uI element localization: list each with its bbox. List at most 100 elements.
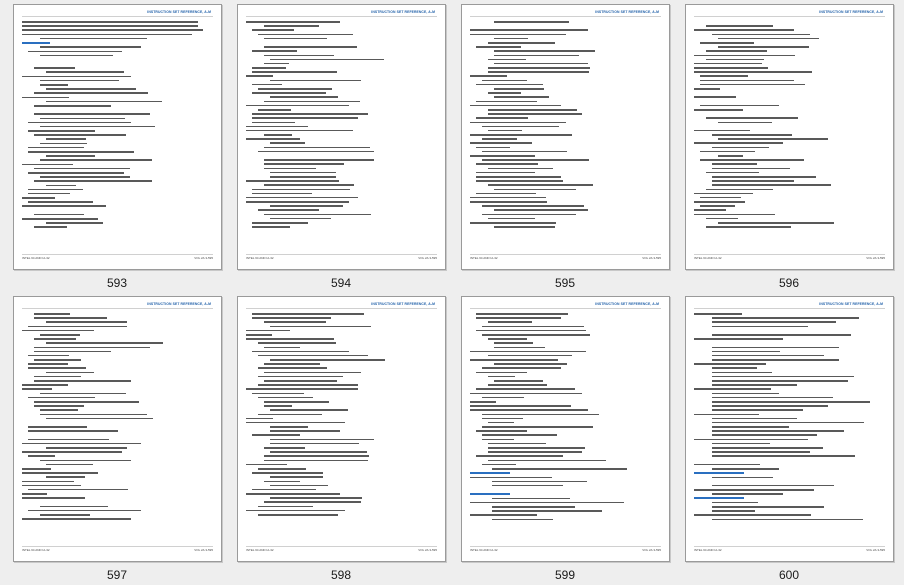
text-line bbox=[264, 371, 361, 374]
text-line bbox=[264, 46, 358, 48]
text-line bbox=[28, 367, 87, 370]
text-line bbox=[712, 354, 824, 357]
page-thumbnail-595[interactable]: INSTRUCTION SET REFERENCE, A-M INTEL 64 … bbox=[461, 4, 670, 270]
text-line bbox=[482, 205, 584, 207]
text-line bbox=[712, 392, 779, 395]
text-line bbox=[264, 184, 354, 186]
text-line bbox=[712, 375, 854, 378]
text-line bbox=[482, 426, 594, 428]
text-line bbox=[488, 41, 556, 44]
text-line bbox=[264, 459, 369, 462]
text-line bbox=[488, 129, 523, 132]
text-line bbox=[482, 417, 524, 420]
text-line bbox=[46, 463, 93, 466]
text-line bbox=[28, 438, 109, 441]
page-number-597: 597 bbox=[106, 568, 128, 582]
text-line bbox=[252, 42, 333, 44]
text-line bbox=[694, 514, 811, 516]
text-line bbox=[470, 222, 556, 224]
text-line bbox=[246, 155, 350, 157]
text-line bbox=[712, 367, 757, 370]
text-line bbox=[494, 346, 546, 349]
page-header: INSTRUCTION SET REFERENCE, A-M bbox=[595, 302, 659, 306]
text-line bbox=[252, 117, 359, 119]
text-line bbox=[712, 21, 767, 23]
page-thumbnail-600[interactable]: INSTRUCTION SET REFERENCE, A-M INTEL 64 … bbox=[685, 296, 894, 562]
text-line bbox=[470, 75, 508, 78]
text-line bbox=[264, 380, 337, 382]
text-line bbox=[712, 510, 756, 512]
text-line bbox=[258, 354, 368, 357]
text-line bbox=[270, 79, 361, 82]
text-line bbox=[40, 117, 125, 120]
text-line bbox=[482, 138, 517, 140]
text-line bbox=[482, 396, 525, 399]
header-rule bbox=[246, 308, 437, 309]
text-line bbox=[258, 367, 327, 370]
text-line bbox=[40, 79, 119, 82]
page-thumbnail-596[interactable]: INSTRUCTION SET REFERENCE, A-M INTEL 64 … bbox=[685, 4, 894, 270]
page-thumbnail-598[interactable]: INSTRUCTION SET REFERENCE, A-M INTEL 64 … bbox=[237, 296, 446, 562]
page-thumbnail-597[interactable]: INSTRUCTION SET REFERENCE, A-M INTEL 64 … bbox=[13, 296, 222, 562]
text-line bbox=[252, 29, 295, 31]
text-line bbox=[264, 363, 321, 365]
text-line bbox=[270, 175, 336, 178]
text-line bbox=[46, 88, 136, 90]
text-line bbox=[492, 506, 575, 508]
text-line bbox=[34, 400, 139, 403]
text-line bbox=[252, 67, 286, 69]
footer-right: VOL 2A 3-595 bbox=[866, 548, 885, 552]
text-line bbox=[34, 167, 131, 170]
text-line bbox=[712, 434, 818, 437]
page-thumbnail-594[interactable]: INSTRUCTION SET REFERENCE, A-M INTEL 64 … bbox=[237, 4, 446, 270]
page-thumbnail-599[interactable]: INSTRUCTION SET REFERENCE, A-M INTEL 64 … bbox=[461, 296, 670, 562]
text-line bbox=[46, 155, 95, 157]
text-line bbox=[470, 514, 537, 516]
text-line bbox=[476, 83, 544, 86]
text-line bbox=[712, 396, 834, 399]
text-line bbox=[40, 392, 127, 395]
page-header: INSTRUCTION SET REFERENCE, A-M bbox=[371, 10, 435, 14]
text-line bbox=[40, 505, 108, 508]
text-line bbox=[264, 405, 293, 407]
text-line bbox=[476, 175, 562, 178]
text-line bbox=[40, 84, 68, 86]
text-line bbox=[22, 518, 131, 520]
page-thumbnail-593[interactable]: INSTRUCTION SET REFERENCE, A-M INTEL 64 … bbox=[13, 4, 222, 270]
text-line bbox=[712, 409, 803, 411]
text-line bbox=[270, 438, 374, 441]
footer-rule bbox=[694, 254, 885, 255]
footer-left: INTEL 64 AND IA-32 bbox=[694, 256, 722, 260]
text-line bbox=[718, 121, 772, 124]
text-line bbox=[476, 171, 536, 174]
text-line bbox=[694, 213, 775, 216]
text-line bbox=[28, 121, 131, 124]
text-line bbox=[270, 497, 362, 499]
text-line bbox=[694, 129, 750, 132]
text-line bbox=[270, 484, 329, 487]
text-line bbox=[246, 329, 290, 332]
text-line bbox=[712, 371, 772, 374]
text-line bbox=[22, 493, 48, 495]
text-line bbox=[258, 505, 313, 508]
text-line bbox=[482, 438, 515, 441]
text-line bbox=[270, 451, 367, 453]
text-line bbox=[34, 346, 150, 349]
text-line bbox=[264, 213, 372, 216]
text-line bbox=[694, 209, 726, 212]
text-line bbox=[492, 518, 553, 521]
header-rule bbox=[470, 16, 661, 17]
text-line bbox=[706, 50, 768, 52]
text-line bbox=[264, 163, 344, 165]
text-line bbox=[34, 92, 149, 94]
text-line bbox=[246, 196, 359, 199]
text-line bbox=[40, 459, 132, 462]
text-line bbox=[46, 342, 164, 344]
text-line bbox=[46, 138, 87, 141]
text-line bbox=[34, 313, 70, 315]
page-number-593: 593 bbox=[106, 276, 128, 290]
text-line bbox=[252, 121, 296, 124]
text-line bbox=[258, 375, 343, 378]
text-line bbox=[706, 117, 799, 119]
text-line bbox=[494, 37, 529, 40]
